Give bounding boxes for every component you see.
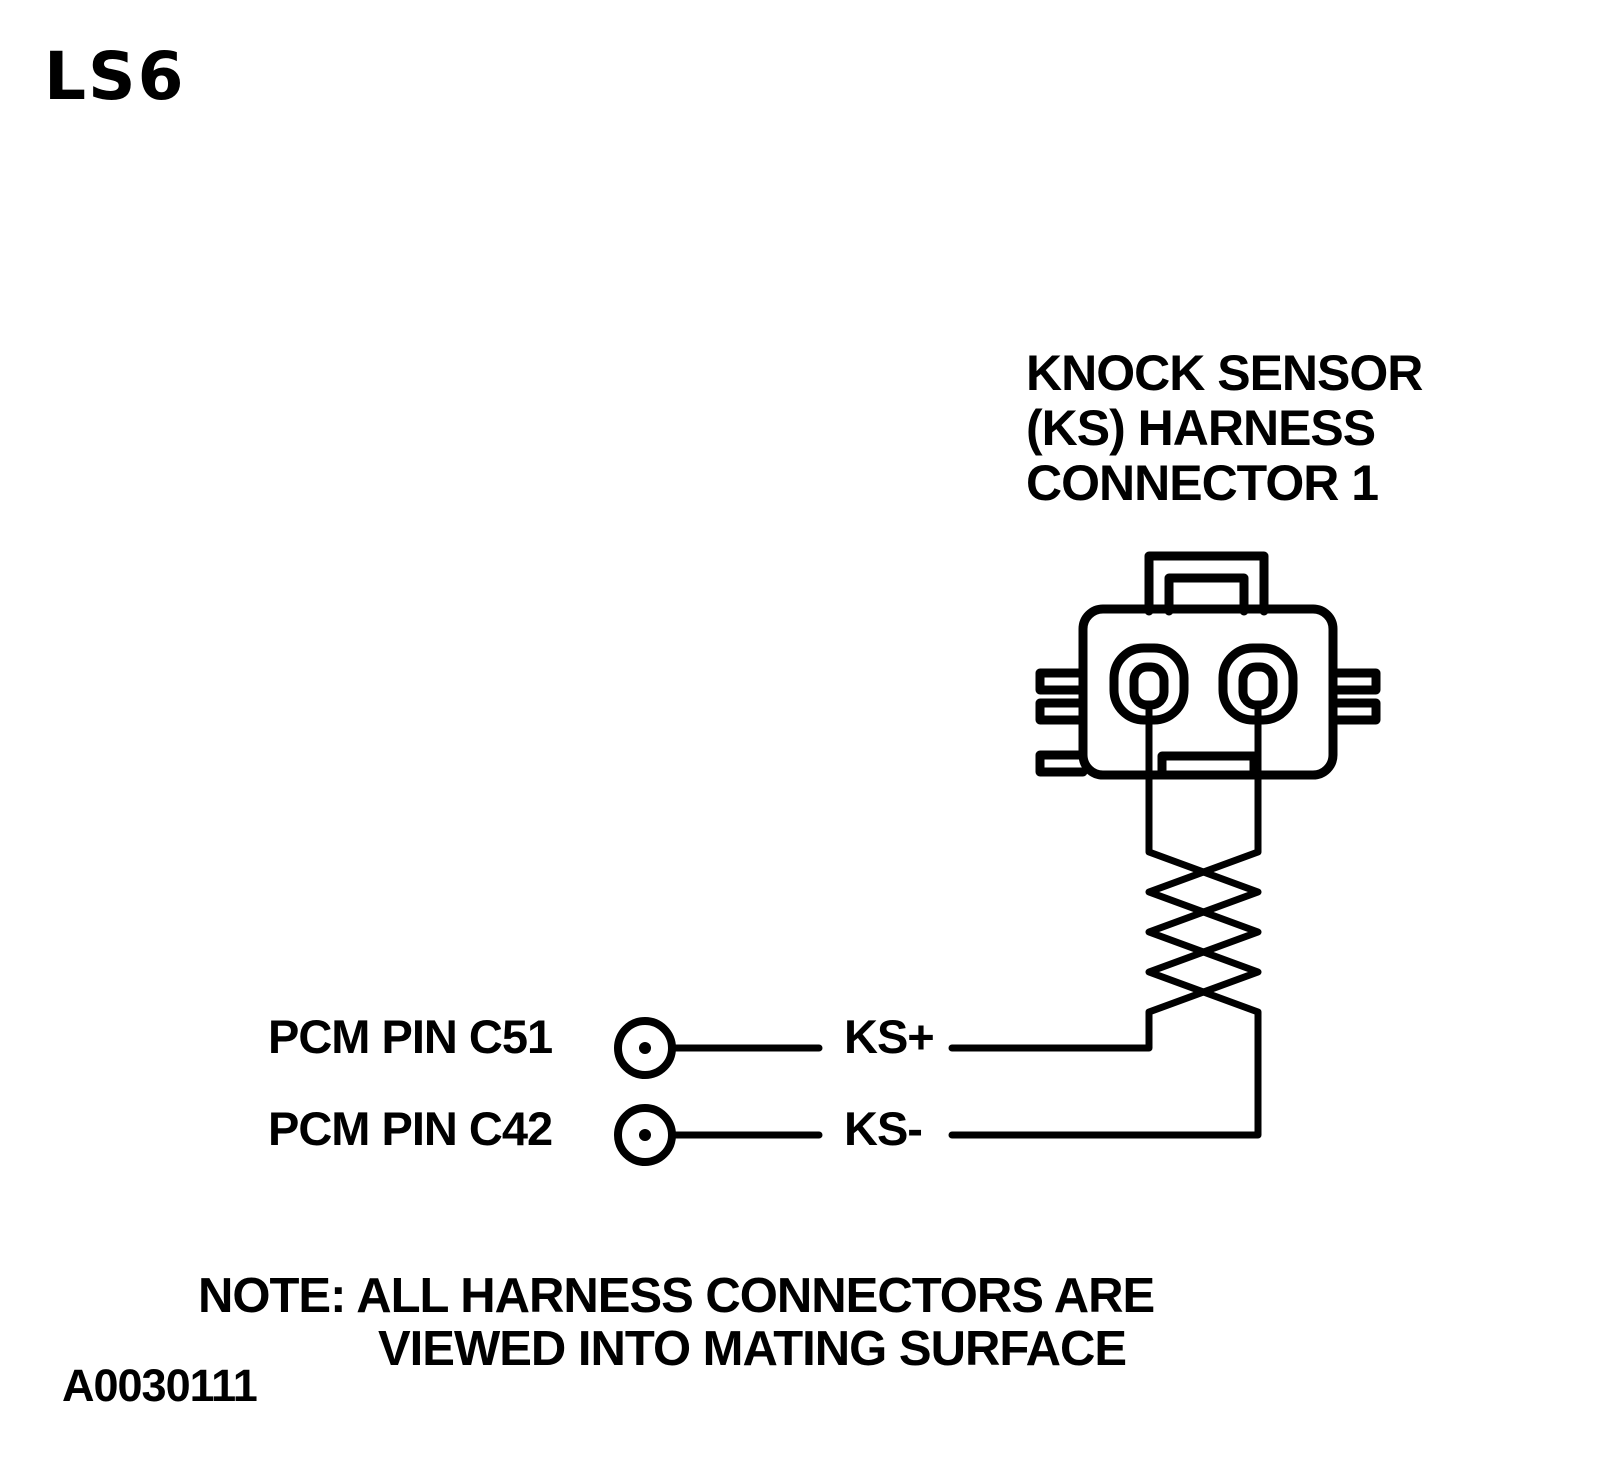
note-line-1: NOTE: ALL HARNESS CONNECTORS ARE	[198, 1269, 1155, 1323]
pcm-pin-c42-label: PCM PIN C42	[268, 1102, 553, 1155]
pcm-pin-c51-label: PCM PIN C51	[268, 1010, 553, 1063]
figure-id: A0030111	[62, 1360, 258, 1411]
pcm-pin-c42-terminal	[614, 1104, 676, 1166]
note-line-2: VIEWED INTO MATING SURFACE	[378, 1322, 1127, 1376]
ks-minus-label: KS-	[844, 1102, 923, 1155]
connector-latch	[1144, 551, 1269, 616]
connector-key-slot	[1157, 751, 1259, 780]
connector-title: KNOCK SENSOR (KS) HARNESS CONNECTOR 1	[1026, 345, 1423, 511]
connector-left-ribs	[1035, 668, 1088, 777]
connector-title-line-1: KNOCK SENSOR	[1026, 345, 1423, 401]
connector-title-line-2: (KS) HARNESS	[1026, 400, 1376, 456]
ks-plus-label: KS+	[844, 1010, 935, 1063]
connector-right-ribs	[1328, 668, 1381, 725]
engine-code-label: LS6	[44, 38, 186, 115]
wire-ks-minus	[669, 701, 1262, 1139]
connector-title-line-3: CONNECTOR 1	[1026, 455, 1379, 511]
pcm-pin-c51-terminal	[614, 1017, 676, 1079]
